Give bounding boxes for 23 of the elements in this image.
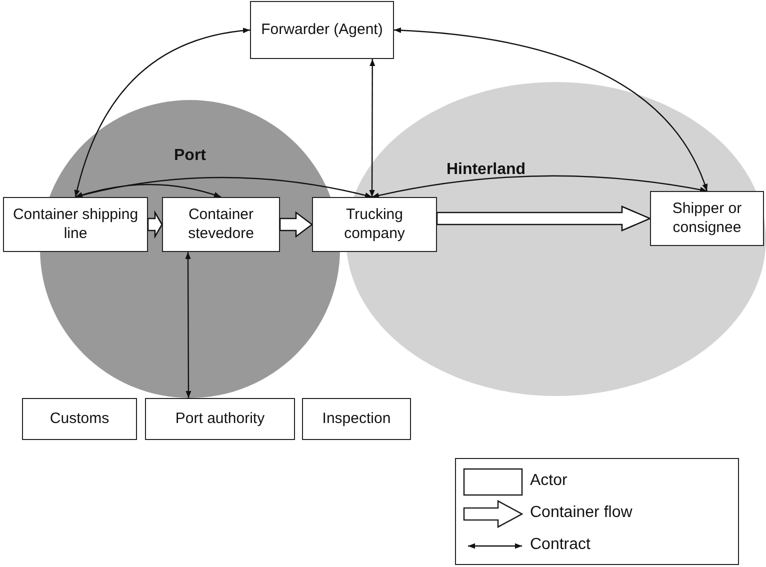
actor-box: Container stevedore (162, 197, 280, 252)
legend-label: Container flow (530, 504, 632, 522)
container-flow-arrow (279, 211, 314, 238)
actor-box: Inspection (302, 398, 411, 440)
actor-box: Shipper or consignee (650, 191, 764, 246)
region-label: Port (174, 147, 206, 165)
contract-arrow (75, 184, 222, 198)
container-flow-arrow (147, 210, 163, 239)
actor-box: Customs (22, 398, 137, 440)
legend-label: Actor (530, 472, 568, 490)
contract-arrow (185, 252, 192, 398)
actor-box: Container shipping line (3, 197, 148, 252)
actor-box: Trucking company (312, 197, 437, 252)
container-flow-arrow (436, 206, 652, 232)
contract-arrow (75, 176, 372, 198)
contract-arrow (372, 175, 708, 198)
actor-box: Forwarder (Agent) (250, 1, 394, 59)
legend-label: Contract (530, 536, 590, 554)
contract-arrow (369, 59, 376, 197)
region-label: Hinterland (446, 161, 526, 179)
actor-box: Port authority (145, 398, 295, 440)
contract-arrow (74, 28, 250, 198)
contract-arrow (394, 28, 708, 192)
